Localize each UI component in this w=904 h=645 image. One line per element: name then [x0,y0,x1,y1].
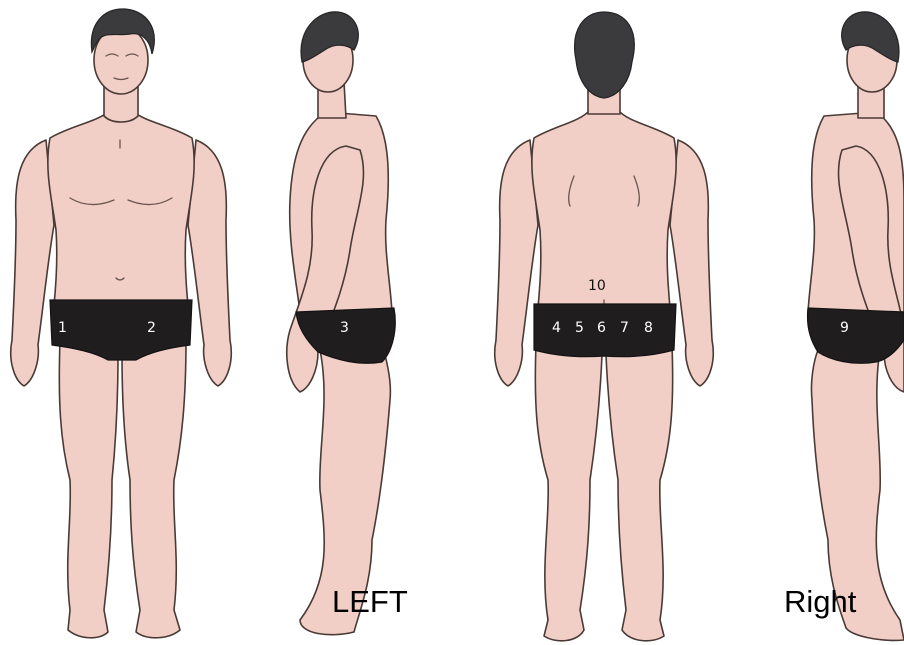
right-side-view-figure [807,12,904,641]
front-right-leg [122,340,186,638]
zone-5-label: 5 [575,320,584,336]
zone-1-label: 1 [58,320,67,336]
zone-2-label: 2 [147,320,156,336]
front-torso [48,112,194,305]
front-view-figure [11,9,232,638]
zone-7-label: 7 [620,320,629,336]
zone-6-label: 6 [597,320,606,336]
left-view-label: LEFT [332,584,408,619]
front-left-leg [59,340,118,638]
zone-10-label: 10 [588,278,606,294]
right-view-label: Right [784,584,857,619]
zone-4-label: 4 [552,320,561,336]
zone-9-label: 9 [840,320,849,336]
back-right-leg [606,345,673,641]
back-left-arm [495,140,538,386]
zone-8-label: 8 [644,320,653,336]
back-left-leg [535,345,602,641]
back-hair [575,12,635,98]
zone-3-label: 3 [340,320,349,336]
front-left-arm [11,140,54,386]
front-right-arm [188,140,231,386]
back-right-arm [670,140,713,386]
right-brief [807,308,904,363]
